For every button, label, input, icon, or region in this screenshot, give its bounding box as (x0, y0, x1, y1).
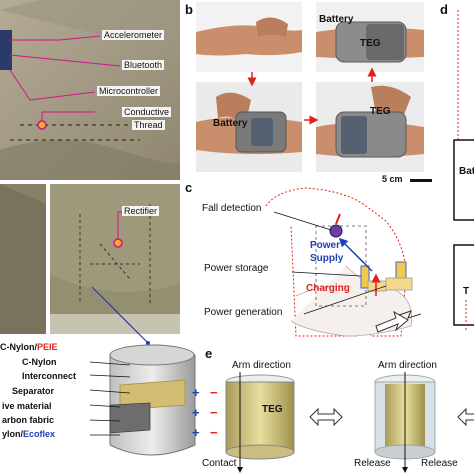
label-arm-direction-1: Arm direction (232, 360, 291, 371)
panel-b-photo-3 (196, 82, 302, 172)
label-conductive: Conductive (122, 107, 172, 117)
band-generation (385, 277, 413, 291)
label-release-2: Release (421, 458, 458, 469)
panel-label-d: d (440, 2, 448, 17)
teg-cylinder-contact (225, 381, 295, 453)
layer-4: Separator (12, 386, 55, 396)
layer-2: C-Nylon (22, 357, 57, 367)
layer-1-prefix: C-Nylon/ (0, 342, 37, 352)
label-teg-top: TEG (360, 38, 381, 49)
label-power-storage: Power storage (204, 263, 269, 274)
layer-1: C-Nylon/PEIE (0, 342, 58, 352)
band-storage (360, 265, 370, 289)
label-teg-e: TEG (262, 404, 283, 415)
minus-2: − (210, 405, 218, 420)
label-fall-detection: Fall detection (202, 203, 262, 214)
plus-2: + (192, 405, 200, 420)
scale-label: 5 cm (382, 174, 403, 184)
body-diagram (265, 187, 422, 337)
layer-stack-cylinder (90, 344, 196, 456)
fall-device (329, 224, 343, 238)
layer-7: ylon/Ecoflex (2, 429, 55, 439)
panel-d-diagram (453, 10, 474, 330)
switch-arrow (309, 407, 343, 427)
label-contact: Contact (202, 458, 237, 469)
label-power-generation: Power generation (204, 307, 283, 318)
panel-b-photo-2 (316, 2, 424, 72)
label-rectifier: Rectifier (122, 206, 160, 216)
panel-a-photo-bottom-left (0, 184, 46, 334)
label-microcontroller: Microcontroller (97, 86, 161, 96)
panel-label-b: b (185, 2, 193, 17)
layer-7-prefix: ylon/ (2, 429, 24, 439)
label-release-1: Release (354, 458, 391, 469)
label-teg-bottom: TEG (370, 106, 391, 117)
plus-1: + (192, 385, 200, 400)
layer-6: arbon fabric (2, 415, 55, 425)
layer-3: Interconnect (22, 371, 77, 381)
label-d-partial-2: T (463, 286, 470, 297)
panel-e-diagram (225, 372, 474, 473)
panel-b-arrows (247, 67, 377, 125)
device-module (0, 30, 12, 70)
label-arm-direction-2: Arm direction (378, 360, 437, 371)
label-charging: Charging (306, 283, 350, 294)
label-power-supply-2: Supply (310, 253, 344, 264)
layer-7-suffix: Ecoflex (23, 429, 56, 439)
minus-1: − (210, 385, 218, 400)
layer-5: ive material (2, 401, 52, 411)
label-d-partial-1: Bat (459, 166, 474, 177)
label-accelerometer: Accelerometer (102, 30, 165, 40)
panel-b-photo-1 (196, 2, 302, 72)
panel-b-photo-4 (316, 82, 424, 172)
minus-3: − (210, 425, 218, 440)
label-battery-bottom: Battery (213, 118, 248, 129)
label-power-supply-1: Power (310, 240, 341, 251)
layer-1-suffix: PEIE (37, 342, 58, 352)
scale-bar (410, 179, 432, 182)
label-bluetooth: Bluetooth (122, 60, 165, 70)
rectifier-node (113, 238, 123, 248)
plus-3: + (192, 425, 200, 440)
thread-node (37, 120, 47, 130)
panel-label-c: c (185, 180, 193, 195)
pointer-line (91, 286, 150, 345)
label-battery-top: Battery (319, 14, 354, 25)
label-thread: Thread (132, 120, 165, 130)
panel-label-e: e (205, 346, 213, 361)
